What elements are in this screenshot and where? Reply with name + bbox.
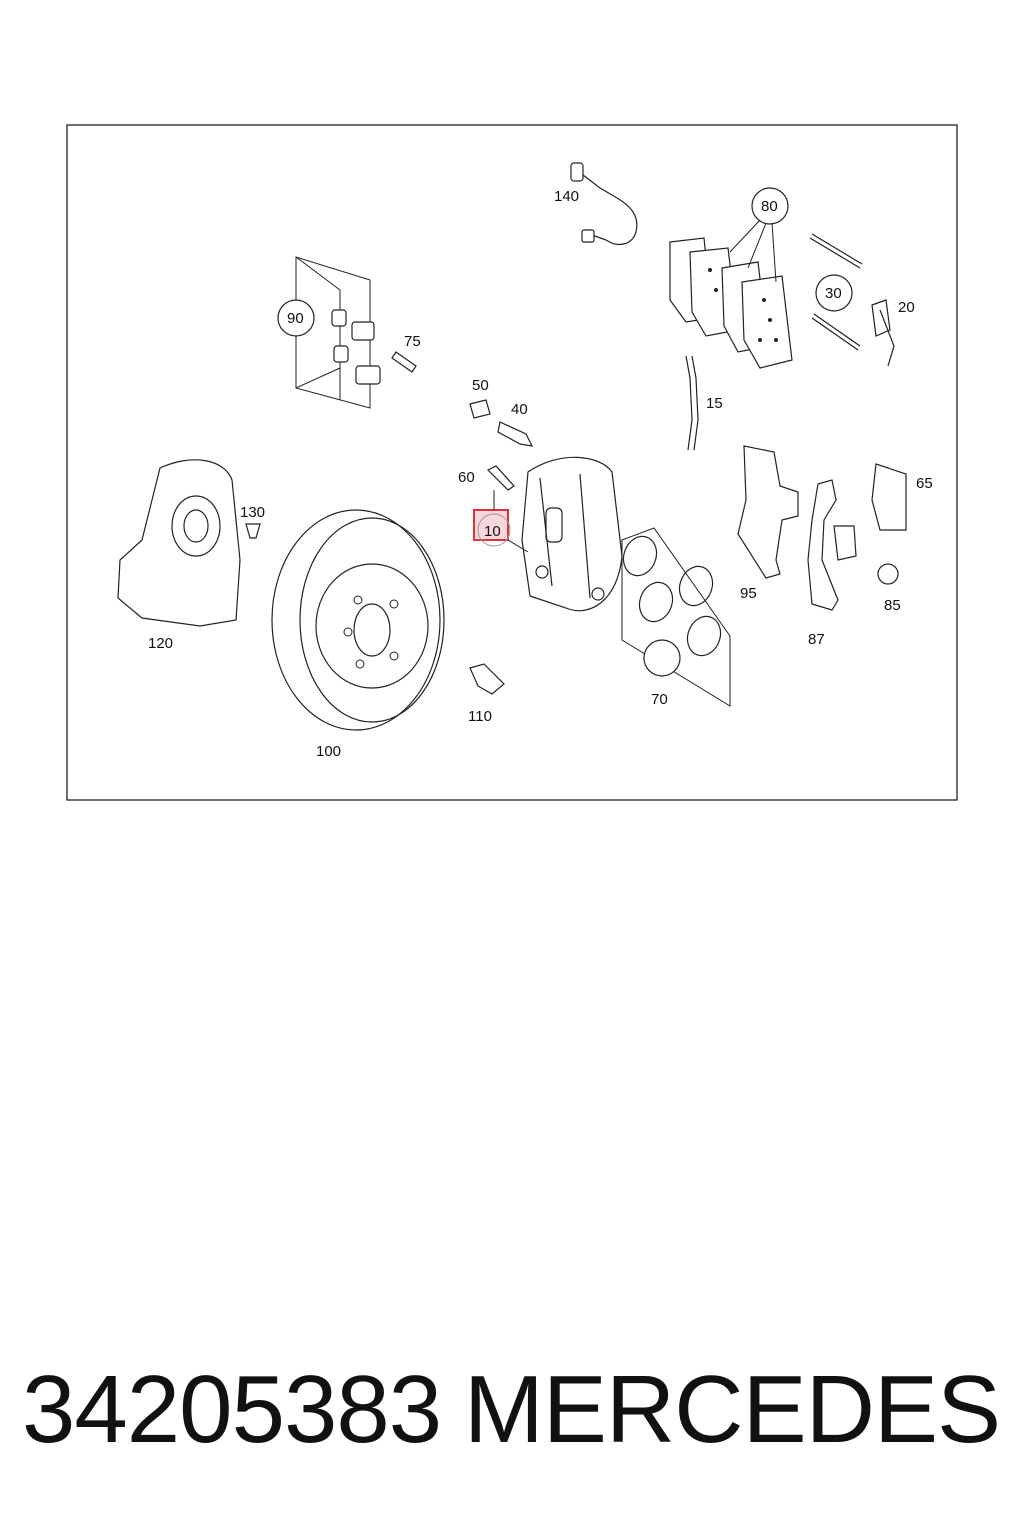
part-number: 34205383 bbox=[22, 1356, 442, 1463]
label-85[interactable]: 85 bbox=[884, 597, 901, 614]
bolt-60-part[interactable] bbox=[486, 465, 515, 491]
label-95[interactable]: 95 bbox=[740, 585, 757, 602]
label-140[interactable]: 140 bbox=[554, 188, 579, 205]
exploded-brake-diagram: 140 80 30 20 90 75 50 40 15 bbox=[66, 124, 958, 801]
brake-hose-part[interactable] bbox=[685, 355, 699, 451]
label-60[interactable]: 60 bbox=[458, 469, 475, 486]
seal-kit-part[interactable] bbox=[618, 527, 731, 707]
callout-90 bbox=[277, 299, 315, 337]
label-87[interactable]: 87 bbox=[808, 631, 825, 648]
label-20[interactable]: 20 bbox=[898, 299, 915, 316]
brake-pads-part[interactable] bbox=[669, 237, 793, 369]
label-10[interactable]: 10 bbox=[484, 523, 501, 540]
guide-pins-part[interactable] bbox=[809, 233, 863, 351]
bracket-95-part[interactable] bbox=[737, 445, 799, 579]
label-40[interactable]: 40 bbox=[511, 401, 528, 418]
brand-name: MERCEDES bbox=[463, 1356, 1001, 1463]
highlight-box-10 bbox=[473, 509, 509, 541]
label-80[interactable]: 80 bbox=[761, 198, 778, 215]
label-30[interactable]: 30 bbox=[825, 285, 842, 302]
label-50[interactable]: 50 bbox=[472, 377, 489, 394]
bolt-85-part[interactable] bbox=[877, 563, 899, 585]
brake-caliper-part[interactable] bbox=[521, 456, 623, 612]
callout-30 bbox=[815, 274, 853, 312]
screw-130-part[interactable] bbox=[245, 523, 261, 539]
diagram-frame bbox=[66, 124, 958, 801]
label-70[interactable]: 70 bbox=[651, 691, 668, 708]
label-75[interactable]: 75 bbox=[404, 333, 421, 350]
label-120[interactable]: 120 bbox=[148, 635, 173, 652]
label-65[interactable]: 65 bbox=[916, 475, 933, 492]
bolt-110-part[interactable] bbox=[469, 663, 505, 695]
spring-clip-part[interactable] bbox=[871, 299, 895, 367]
footer: 34205383 MERCEDES bbox=[0, 1355, 1024, 1475]
brake-disc-100-part[interactable] bbox=[271, 509, 445, 731]
backing-plate-87-part[interactable] bbox=[807, 479, 839, 611]
callout-10 bbox=[477, 513, 511, 547]
bushing-kit-part[interactable] bbox=[295, 256, 381, 409]
callout-80 bbox=[751, 187, 789, 225]
label-130[interactable]: 130 bbox=[240, 504, 265, 521]
callout-70-wrench bbox=[643, 639, 681, 677]
label-100[interactable]: 100 bbox=[316, 743, 341, 760]
bleeder-40-part[interactable] bbox=[497, 421, 534, 447]
wear-sensor-part[interactable] bbox=[570, 162, 638, 246]
bolt-75-part[interactable] bbox=[391, 351, 417, 373]
dust-shield-120-part[interactable] bbox=[117, 459, 241, 627]
pad-65-part[interactable] bbox=[871, 463, 907, 531]
label-15[interactable]: 15 bbox=[706, 395, 723, 412]
cap-50-part[interactable] bbox=[469, 399, 491, 419]
label-90[interactable]: 90 bbox=[287, 310, 304, 327]
label-110[interactable]: 110 bbox=[468, 708, 492, 725]
